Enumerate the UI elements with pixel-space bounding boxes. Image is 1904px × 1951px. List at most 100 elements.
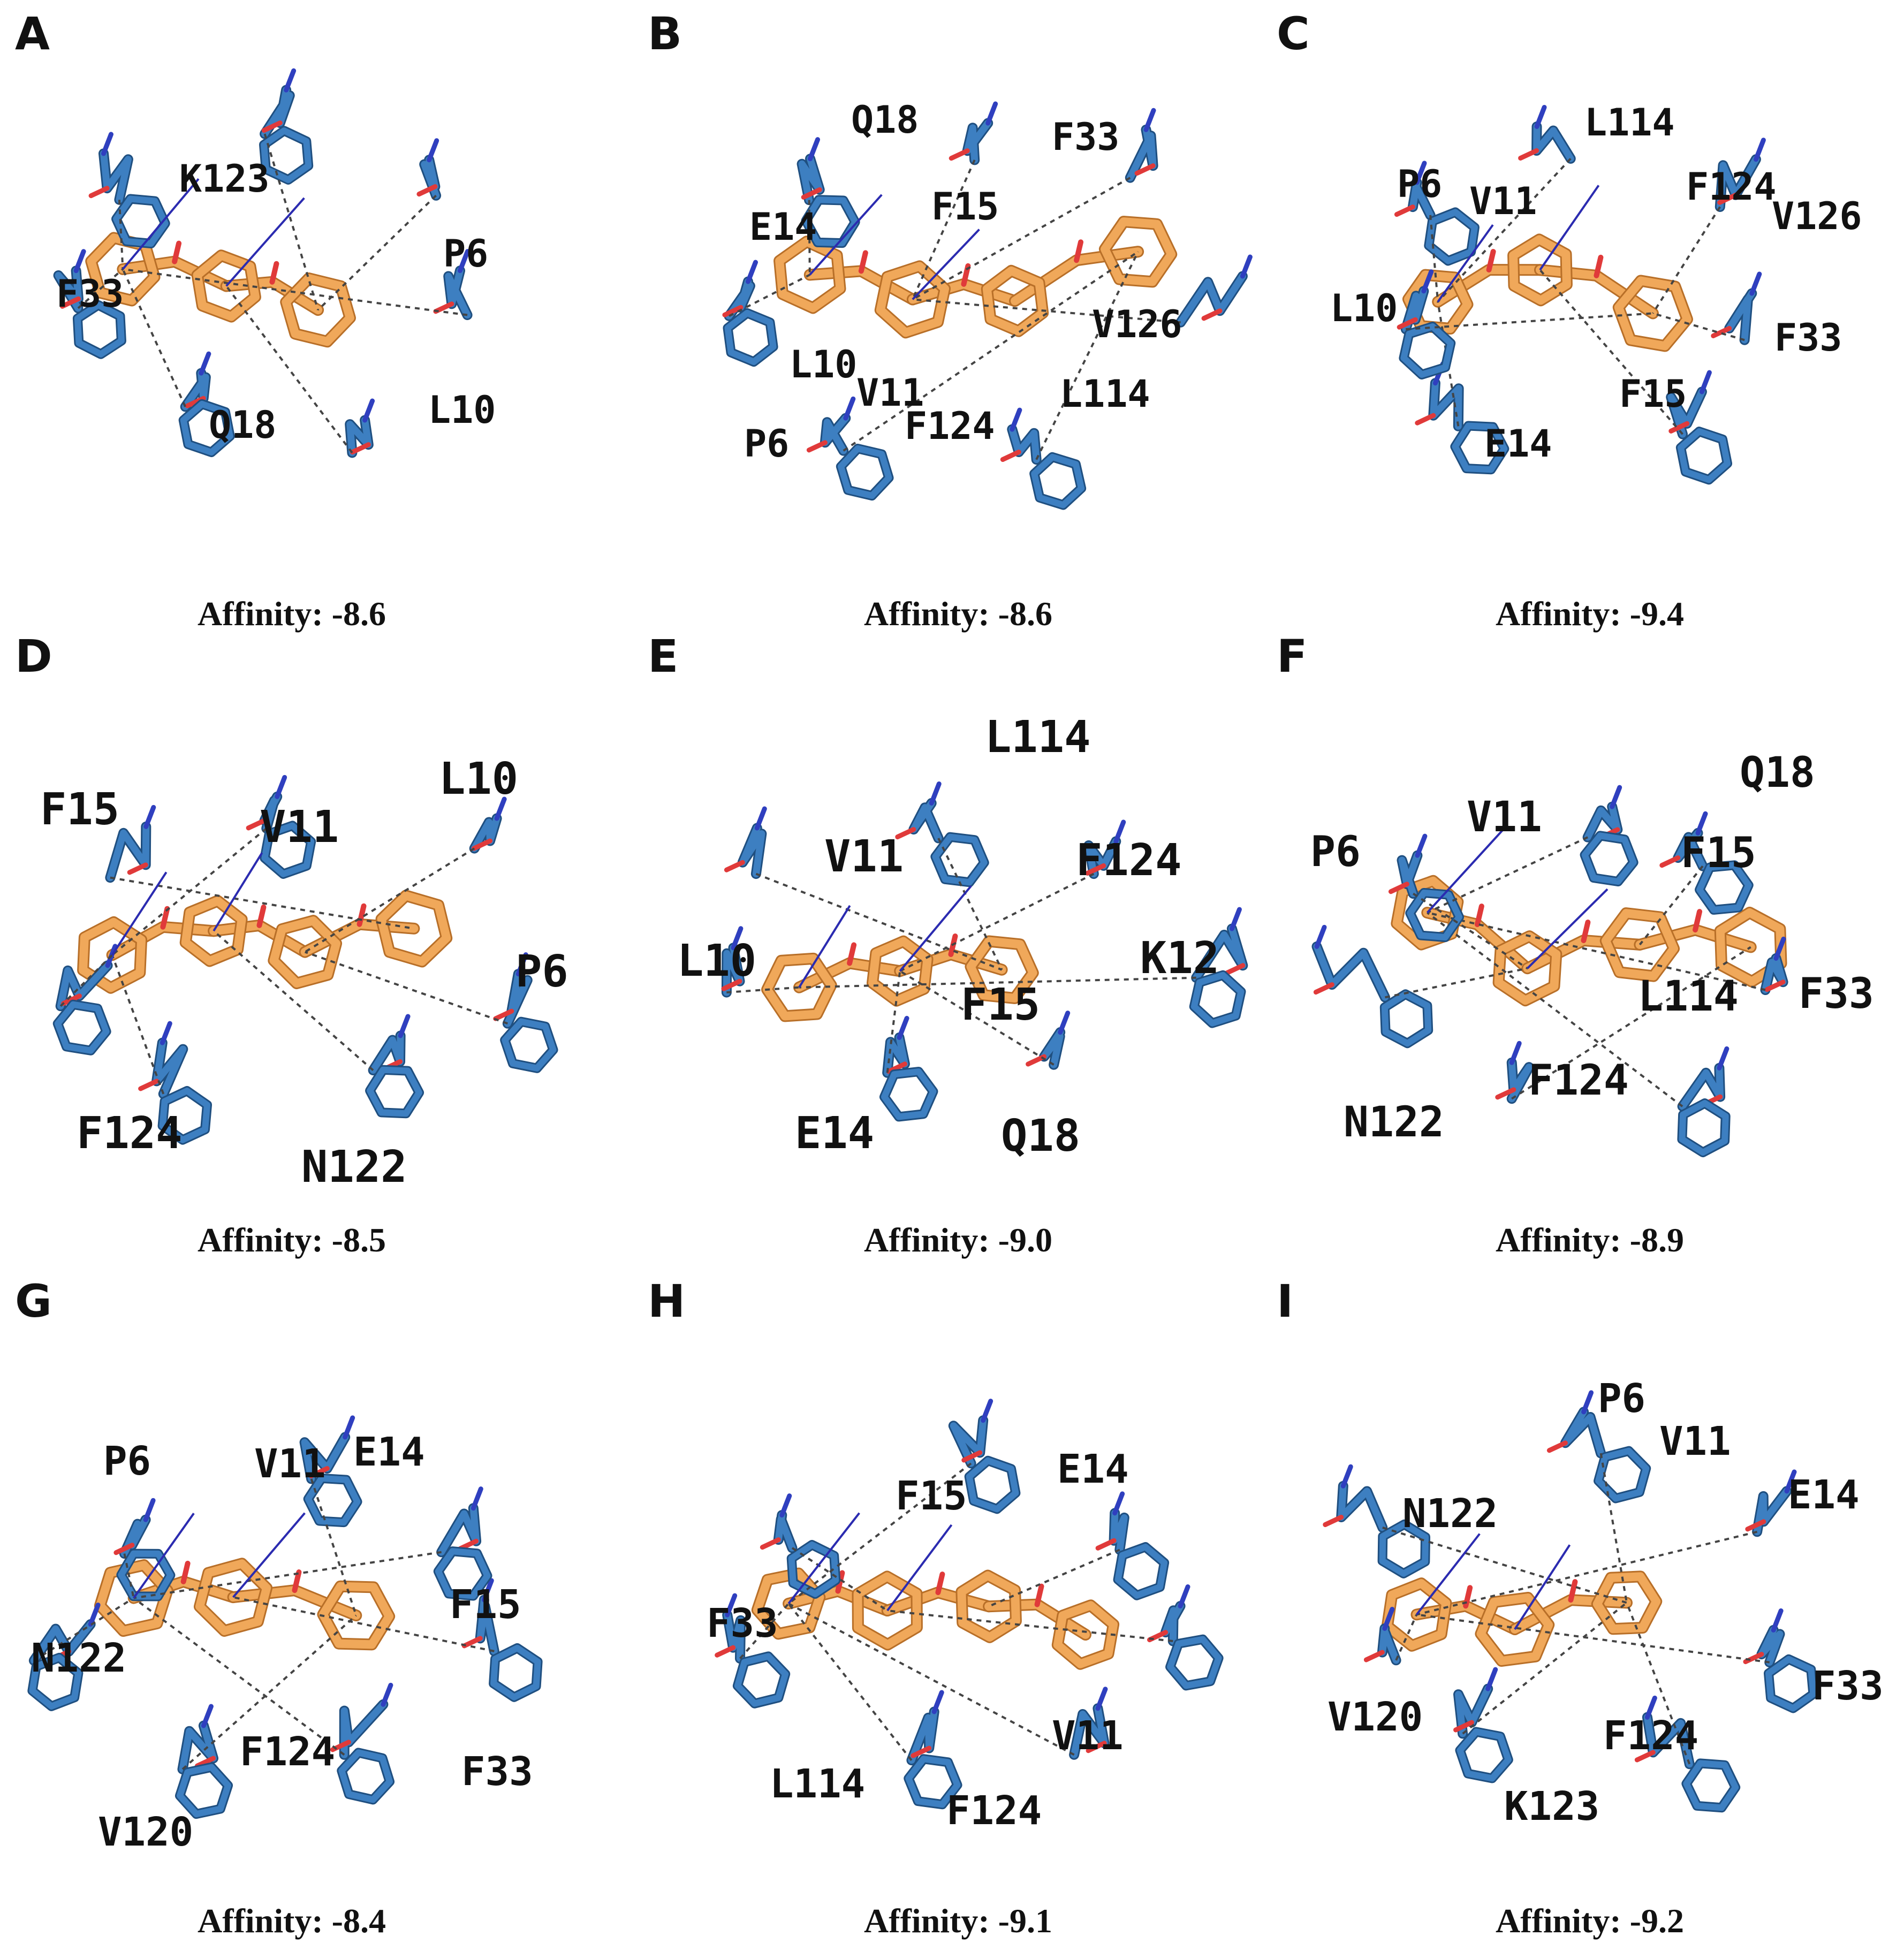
affinity-caption: Affinity: -9.4 [1496, 595, 1684, 633]
residue-label: F124 [946, 1788, 1042, 1834]
residue-label: L10 [790, 343, 857, 386]
residue-label: F124 [905, 404, 995, 448]
residue-label: N122 [1344, 1098, 1444, 1147]
residue-label: V11 [1469, 179, 1537, 223]
molecule-scene [715, 1399, 1224, 1810]
residue-label: L114 [985, 712, 1090, 763]
residue-label: E14 [1057, 1446, 1129, 1492]
residue-label: L10 [1330, 286, 1398, 330]
residue-label: P6 [103, 1438, 151, 1484]
residue-label: F33 [1052, 115, 1119, 159]
panel-letter: B [648, 7, 682, 60]
molecule-scene [1311, 785, 1788, 1157]
affinity-caption: Affinity: -8.6 [198, 595, 386, 633]
residue-label: F124 [77, 1108, 182, 1159]
affinity-caption: Affinity: -8.5 [198, 1221, 386, 1259]
panel-letter: E [648, 630, 678, 682]
residue-label: P6 [443, 232, 488, 276]
residue-label: V126 [1092, 302, 1182, 346]
affinity-caption: Affinity: -9.0 [864, 1221, 1052, 1259]
residue-label: Q18 [1001, 1111, 1080, 1162]
residue-label: E14 [1484, 422, 1552, 466]
panel-letter: I [1277, 1275, 1293, 1327]
residue-label: F33 [56, 272, 124, 316]
residue-label: V126 [1772, 194, 1862, 238]
residue-label: F33 [1774, 316, 1842, 360]
residue-label: K123 [1504, 1783, 1599, 1829]
residue-label: F124 [1603, 1713, 1698, 1759]
affinity-caption: Affinity: -8.4 [198, 1902, 386, 1940]
residue-label: F33 [461, 1749, 533, 1795]
residue-label: F33 [1812, 1663, 1884, 1709]
residue-label: F15 [961, 980, 1040, 1030]
panel-letter: F [1277, 630, 1307, 682]
residue-label: E14 [795, 1108, 874, 1159]
residue-label: V11 [824, 831, 904, 882]
residue-label: P6 [1397, 162, 1442, 206]
affinity-caption: Affinity: -9.1 [864, 1902, 1052, 1940]
residue-label: F33 [707, 1600, 778, 1646]
residue-label: K12 [1140, 933, 1219, 984]
residue-label: F33 [1799, 970, 1874, 1018]
residue-label: P6 [515, 946, 568, 997]
residue-label: F124 [1686, 165, 1777, 209]
residue-label: V11 [260, 802, 339, 853]
residue-label: F15 [40, 784, 119, 835]
molecule-scene [721, 781, 1248, 1122]
molecule-scene [1394, 104, 1766, 485]
panel-letter: A [15, 7, 50, 60]
residue-label: L114 [1638, 973, 1739, 1021]
residue-label: L10 [677, 936, 756, 986]
residue-label: F15 [1619, 372, 1687, 416]
residue-label: V120 [1328, 1694, 1423, 1740]
residue-label: L10 [439, 754, 518, 804]
residue-label: N122 [1402, 1491, 1498, 1537]
panel-letter: C [1277, 7, 1310, 60]
residue-label: F15 [931, 185, 999, 229]
residue-label: N122 [301, 1142, 407, 1193]
residue-label: P6 [1598, 1376, 1645, 1422]
residue-label: E14 [749, 205, 817, 249]
residue-label: V120 [98, 1809, 193, 1855]
residue-label: V11 [254, 1441, 326, 1487]
residue-label: L10 [428, 388, 496, 432]
residue-label: L114 [1060, 372, 1150, 416]
residue-label: F15 [1681, 829, 1756, 877]
residue-label: N122 [31, 1635, 126, 1681]
residue-label: K123 [179, 157, 270, 201]
residue-label: E14 [1788, 1472, 1860, 1518]
panel-letter: H [648, 1275, 685, 1327]
molecule-scene [53, 68, 473, 458]
panel-letter: D [15, 630, 52, 682]
affinity-caption: Affinity: -8.6 [864, 595, 1052, 633]
residue-label: F124 [240, 1729, 335, 1775]
residue-label: V11 [1467, 793, 1542, 841]
residue-label: F15 [450, 1582, 521, 1628]
affinity-caption: Affinity: -9.2 [1496, 1902, 1684, 1940]
panel-letter: G [15, 1275, 52, 1327]
molecule-scene [722, 101, 1253, 510]
residue-label: P6 [1310, 828, 1361, 876]
residue-label: V11 [856, 371, 924, 415]
molecule-scene [52, 775, 558, 1145]
residue-label: L114 [1584, 101, 1675, 145]
residue-label: F124 [1076, 835, 1181, 886]
residue-label: F124 [1528, 1057, 1629, 1105]
residue-label: Q18 [1740, 749, 1815, 797]
residue-label: Q18 [209, 403, 276, 447]
affinity-caption: Affinity: -8.9 [1496, 1221, 1684, 1259]
molecule-scene [1323, 1390, 1818, 1813]
residue-label: Q18 [851, 98, 919, 142]
residue-label: V11 [1659, 1418, 1731, 1464]
residue-label: V11 [1052, 1713, 1124, 1759]
